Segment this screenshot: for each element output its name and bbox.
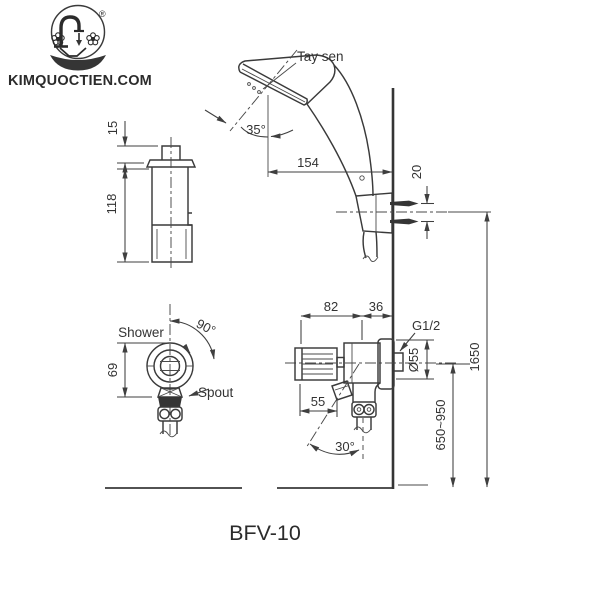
angle-arrow-right [270,129,294,139]
spout-leader-arrow [188,388,210,397]
outlet-block-side [351,401,377,418]
handle-stem [336,356,345,368]
handle-outer-curve [333,64,374,197]
dim-screw-pitch: 20 [409,165,424,179]
bracket-body [355,192,393,234]
wall-bracket: 20 [336,165,491,262]
wall-flange [377,338,395,390]
neck-cross-1 [160,387,183,398]
brand-site-text: KIMQUOCTIEN.COM [8,73,152,89]
outlet-dot-2 [366,407,372,412]
dim-handle-depth: 82 [324,299,338,314]
dim-spout-angle: 30° [335,439,355,454]
registered-mark: ® [99,9,106,19]
label-leader-line [262,62,297,90]
spout-housing [352,382,381,402]
faucet-icon [54,15,84,48]
shower-head-outline [238,54,336,105]
dim-hose-height: 1650 [467,343,482,372]
hose-right-line [375,231,378,258]
cartridge-view: 15 118 [104,121,197,268]
thread-label: G1/2 [412,318,440,333]
outlet-circle-1 [353,403,365,416]
dim-spout-offset: 55 [311,394,325,409]
outlet-dot-1 [356,407,362,412]
lever-inner-line [334,385,350,391]
shower-face-plate [239,63,308,106]
flower-icon-left [51,32,65,46]
rotation-arc-90 [169,318,216,360]
outlet-hole-left [159,408,170,420]
dim-handle-height: 69 [105,363,120,377]
handshower-label: Tay sen [297,49,344,64]
hose-break-squiggle [362,255,379,262]
thread-leader-arrow [399,332,416,352]
dim-cartridge-top: 15 [105,121,120,135]
flower-icon-right [86,32,100,46]
outlet-block-front [157,406,183,422]
cartridge-flange [145,159,197,168]
dim-flange-diameter: Ø55 [406,348,421,373]
spray-hole [257,90,261,94]
handle-inner-curve [306,103,357,197]
install-dimensions: 1650 650~950 [433,211,490,488]
basin-v-icon [59,47,87,57]
dim-wall-offset: 36 [369,299,383,314]
handshower-view: 35° Tay sen 154 [204,49,393,197]
handle-hook-detail [359,175,365,181]
mount-screw-top [390,200,419,207]
spout-label: Spout [198,385,234,400]
model-code: BFV-10 [229,521,301,545]
spray-hole [252,86,256,90]
front-pipe-break [159,430,178,438]
dim-install-height: 650~950 [433,400,448,451]
dim-rotation-angle: 90° [194,316,218,338]
dim-head-tilt: 35° [246,122,266,137]
rotation-arrow-small [175,343,191,354]
basin-bowl-icon [50,55,106,71]
logo-circle [50,4,106,60]
outlet-hole-right [170,408,181,420]
neck-cross-2 [157,387,180,398]
mount-screw-bottom [390,218,419,225]
hose-left-line [362,231,367,259]
valve-body [343,342,381,384]
swing-arc-30 [309,443,360,457]
side-view: 30° 82 36 55 G1/2 Ø55 [285,299,458,459]
shower-label: Shower [118,325,164,340]
side-pipe-break [353,426,372,434]
face-plate-inner-line [241,68,306,103]
angle-arc-35 [240,126,269,138]
dim-cartridge-body: 118 [104,194,119,215]
swing-axis-line [305,363,360,449]
spray-hole [247,82,251,86]
inlet-nipple [394,352,404,372]
head-axis-centerline [229,49,298,132]
angle-arrow-left [204,109,227,124]
spout-rubber-band [158,397,182,407]
spout-lever [331,380,353,401]
brand-logo: ® [50,4,106,71]
outlet-circle-2 [363,403,375,416]
dim-reach: 154 [297,155,319,170]
front-view: 90° Shower Spout 69 [105,304,234,438]
